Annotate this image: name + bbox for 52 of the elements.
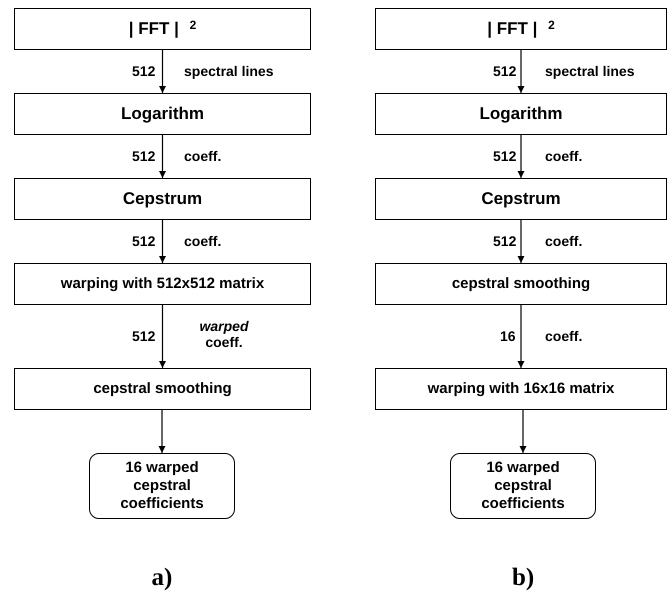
arrow (518, 305, 524, 368)
count-label: 512 (493, 63, 516, 79)
box-text: cepstral smoothing (452, 274, 590, 294)
count-label: 512 (132, 63, 156, 79)
arrow (158, 410, 166, 453)
description-label: spectral lines (545, 63, 634, 79)
box-text: cepstral smoothing (93, 379, 232, 399)
box-text: Logarithm (120, 104, 204, 124)
arrow (518, 220, 524, 263)
arrow (518, 135, 524, 178)
box-text: 16 warped cepstral coefficients (480, 459, 566, 513)
process-box (14, 263, 311, 305)
arrow (520, 410, 526, 453)
process-box (375, 8, 667, 50)
process-box (14, 8, 311, 50)
count-label: 512 (132, 328, 156, 344)
arrow (159, 305, 166, 368)
output-box (89, 453, 235, 519)
process-box (375, 93, 667, 135)
process-box (14, 368, 311, 410)
description-label: coeff. (545, 328, 582, 344)
output-box (450, 453, 596, 519)
panel-label: a) (152, 564, 172, 592)
description-label: coeff. (184, 148, 222, 164)
count-label: 512 (493, 148, 516, 164)
description-label: spectral lines (184, 63, 274, 79)
box-text: | FFT | $^{2}$ (128, 19, 196, 39)
arrow (159, 50, 166, 93)
count-label: 16 (500, 328, 516, 344)
box-text: Cepstrum (481, 189, 561, 209)
box-text: Cepstrum (122, 189, 202, 209)
count-label: 512 (493, 233, 516, 249)
arrow (518, 50, 524, 93)
arrow (159, 220, 166, 263)
box-text: 16 warped cepstral coefficients (119, 459, 205, 513)
panel-label: b) (512, 564, 534, 592)
process-box (375, 263, 667, 305)
process-box (14, 93, 311, 135)
process-box (375, 178, 667, 220)
description-label: coeff. (545, 233, 582, 249)
box-text: Logarithm (479, 104, 563, 124)
arrow (159, 135, 166, 178)
description-label: coeff. (184, 233, 222, 249)
box-text: | FFT | $^{2}$ (487, 19, 555, 39)
description-label: warped coeff. (198, 318, 250, 350)
box-text: warping with 512x512 matrix (60, 274, 264, 294)
process-box (14, 178, 311, 220)
count-label: 512 (132, 233, 156, 249)
count-label: 512 (132, 148, 156, 164)
description-label: coeff. (545, 148, 582, 164)
process-box (375, 368, 667, 410)
box-text: warping with 16x16 matrix (428, 379, 614, 399)
